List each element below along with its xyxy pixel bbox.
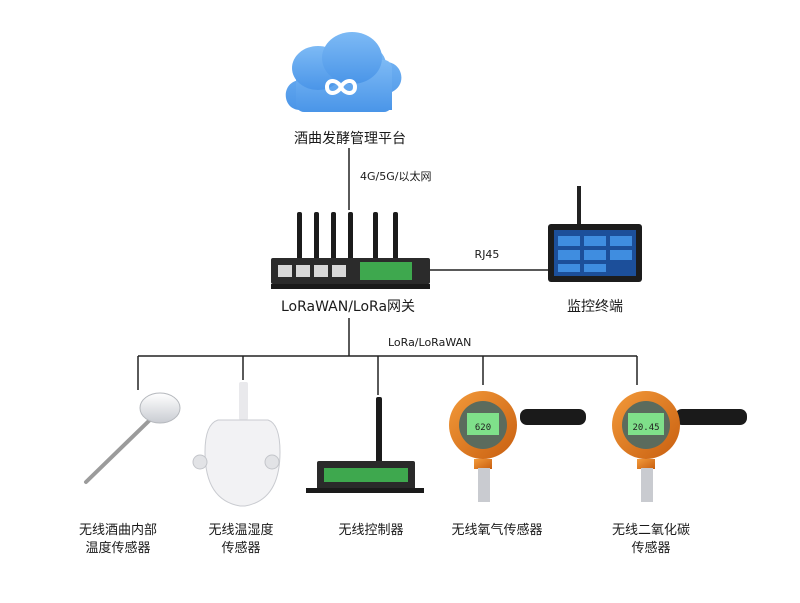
sensor-label-probe: 无线酒曲内部温度传感器 [78,523,157,556]
sensor-label-controller: 无线控制器 [338,523,404,538]
cloud-platform-label: 酒曲发酵管理平台 [294,131,406,147]
cloud-icon [285,32,402,112]
wireless-controller-device [306,397,424,493]
co2-detector-device: 20.45 [612,391,747,502]
uplink-label: 4G/5G/以太网 [360,170,432,183]
oxygen-detector-device: 620 [449,391,586,502]
co2-screen-value: 20.45 [632,423,659,433]
sensor-label-oxygen: 无线氧气传感器 [451,523,543,538]
monitor-terminal [548,186,642,282]
oxygen-screen-value: 620 [475,423,491,433]
downlink-label: LoRa/LoRaWAN [388,336,472,349]
sensor-label-humidity: 无线温湿度传感器 [208,523,274,556]
humidity-sensor-device [192,382,281,507]
sensor-label-co2: 无线二氧化碳传感器 [611,523,690,556]
monitor-label: 监控终端 [567,299,623,315]
rj45-label: RJ45 [474,248,500,261]
connection-lines [137,148,638,395]
gateway-label: LoRaWAN/LoRa网关 [280,299,416,315]
gateway-device [271,212,430,289]
temperature-probe-device [84,392,181,484]
